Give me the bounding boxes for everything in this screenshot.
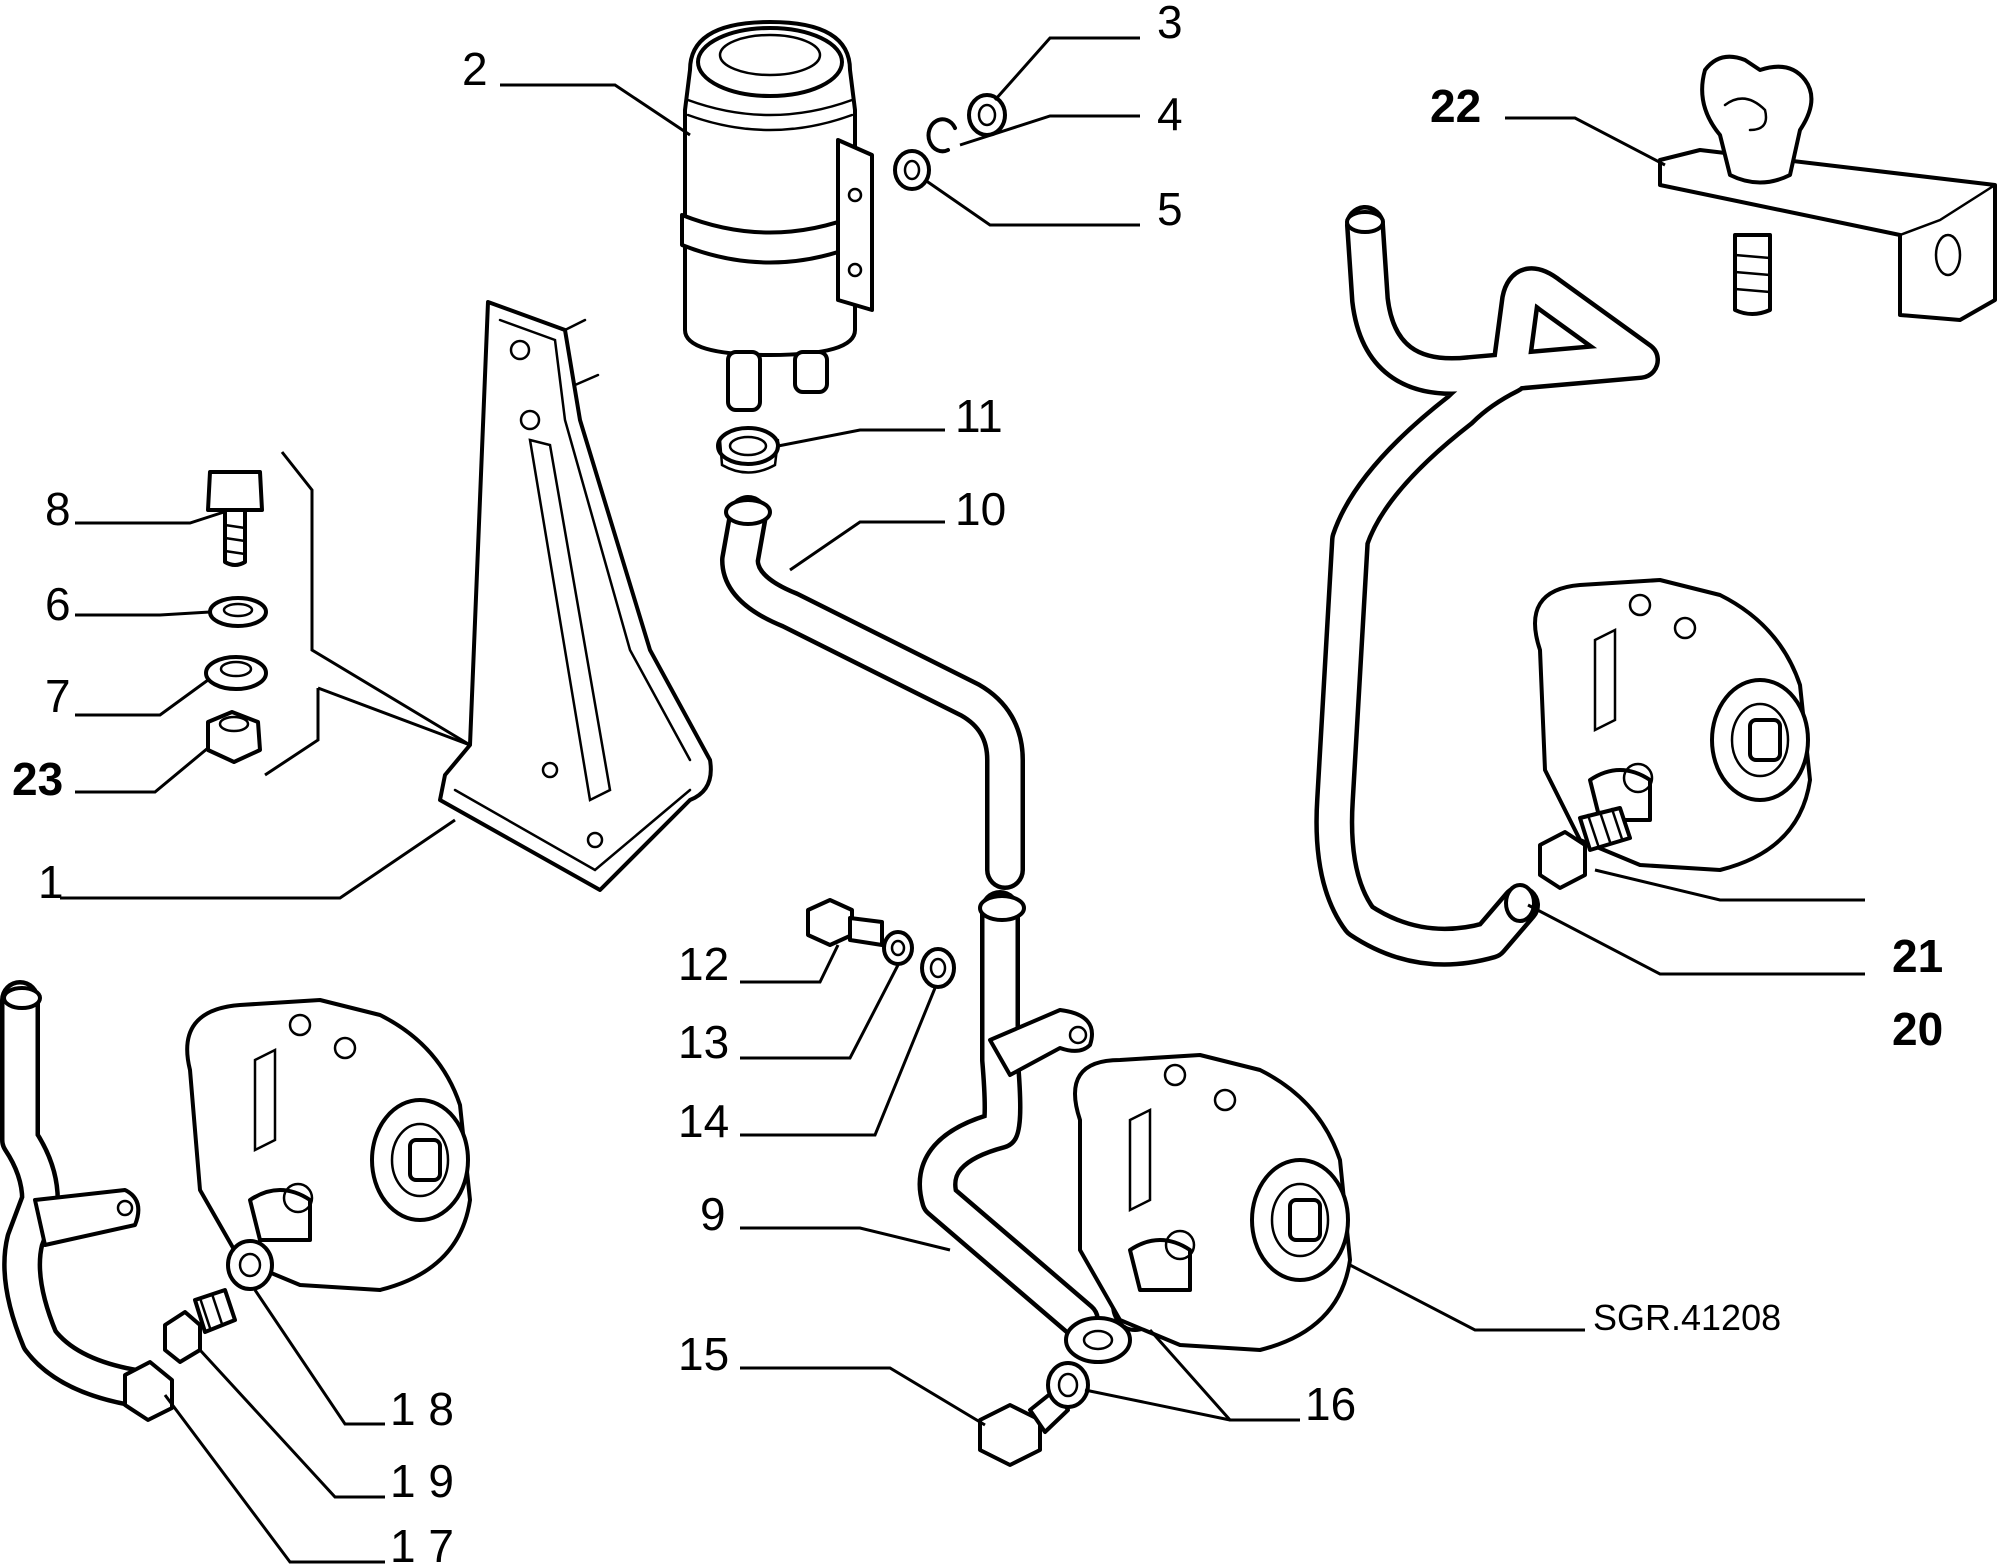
hose-9 bbox=[917, 890, 1132, 1364]
bracket bbox=[438, 300, 713, 892]
callout-5: 5 bbox=[1157, 183, 1183, 235]
callout-6: 6 bbox=[45, 578, 71, 630]
pump-left bbox=[185, 998, 472, 1292]
callout-18: 1 8 bbox=[390, 1383, 454, 1435]
callout-12: 12 bbox=[678, 938, 729, 990]
pipe-17 bbox=[0, 980, 174, 1422]
lock-washer-6 bbox=[208, 596, 268, 628]
callout-13: 13 bbox=[678, 1016, 729, 1068]
callout-1: 1 bbox=[38, 856, 64, 908]
bracket-22 bbox=[1658, 54, 1997, 322]
callout-8: 8 bbox=[45, 483, 71, 535]
pipe-20 bbox=[1314, 205, 1660, 967]
callout-23: 23 bbox=[12, 753, 63, 805]
washer-5 bbox=[893, 149, 931, 191]
callout-7: 7 bbox=[45, 670, 71, 722]
drawing-code: SGR.41208 bbox=[1593, 1297, 1781, 1338]
leader-lines bbox=[60, 36, 1865, 1564]
washer-7 bbox=[204, 655, 268, 691]
callout-17: 1 7 bbox=[390, 1520, 454, 1564]
bolt-12 bbox=[806, 898, 884, 947]
nut-3 bbox=[967, 93, 1007, 137]
callout-22: 22 bbox=[1430, 80, 1481, 132]
callout-14: 14 bbox=[678, 1095, 729, 1147]
callout-labels: 2 3 4 5 11 10 8 6 7 23 1 12 13 14 9 15 1… bbox=[12, 0, 1943, 1564]
callout-11: 11 bbox=[955, 390, 1003, 442]
bolt-8 bbox=[206, 470, 264, 567]
reservoir-tank bbox=[680, 20, 874, 412]
fitting-21 bbox=[1538, 806, 1632, 890]
callout-20: 20 bbox=[1892, 1003, 1943, 1055]
callout-4: 4 bbox=[1157, 88, 1183, 140]
hose-clamp bbox=[716, 426, 780, 474]
nut-23 bbox=[206, 710, 262, 764]
washer-14 bbox=[920, 947, 956, 989]
callout-15: 15 bbox=[678, 1328, 729, 1380]
washer-13 bbox=[882, 930, 914, 966]
callout-10: 10 bbox=[955, 483, 1006, 535]
pump-right bbox=[1533, 578, 1812, 872]
callout-16: 16 bbox=[1305, 1378, 1356, 1430]
callout-3: 3 bbox=[1157, 0, 1183, 48]
washer-16a bbox=[1046, 1361, 1090, 1409]
hose-10 bbox=[720, 495, 1025, 890]
callout-19: 1 9 bbox=[390, 1455, 454, 1507]
lock-washer-4 bbox=[926, 117, 957, 154]
callout-21: 21 bbox=[1892, 930, 1943, 982]
pump-center bbox=[1073, 1053, 1352, 1352]
washer-18 bbox=[226, 1239, 274, 1291]
callout-2: 2 bbox=[462, 43, 488, 95]
callout-9: 9 bbox=[700, 1188, 726, 1240]
